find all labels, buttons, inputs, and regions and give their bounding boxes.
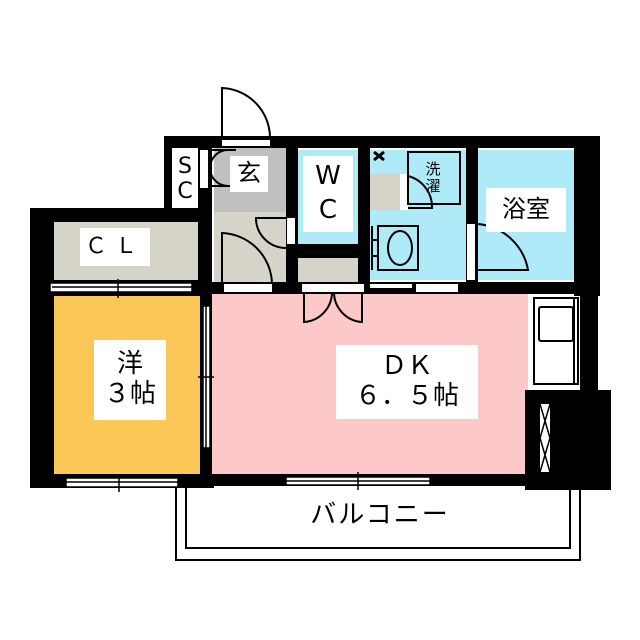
cl-label: ＣＬ: [80, 228, 150, 266]
wc-label: W C: [303, 156, 353, 232]
genkan-label: 玄: [230, 156, 268, 192]
wall-genkan-top-left: [212, 136, 222, 148]
wall-cl-top: [30, 208, 212, 222]
wc-door-gap[interactable]: [287, 218, 295, 244]
wc-storage-floor: [298, 258, 358, 282]
wall-left: [30, 208, 54, 488]
sc-label: S C: [174, 150, 196, 208]
dk-label: ＤＫ ６．５帖: [336, 345, 478, 419]
washroom-storage: [370, 174, 400, 210]
wall-wet-bottom: [200, 282, 600, 294]
laundry-label: 洗 濯: [425, 159, 441, 195]
washroom-floor: [370, 150, 470, 280]
wall-wc-bottom: [298, 244, 370, 258]
hall-floor: [214, 212, 286, 284]
western-room-label: 洋 ３帖: [94, 340, 166, 420]
bath-label: 浴室: [486, 188, 566, 232]
bath-door-gap[interactable]: [467, 224, 475, 280]
wall-right-bath: [574, 136, 600, 296]
washroom-door-gap-2[interactable]: [416, 284, 458, 292]
wall-top: [164, 136, 600, 148]
pipe-shaft: [525, 390, 611, 490]
entrance-door-arc: [221, 86, 272, 140]
hall-door-gap[interactable]: [224, 284, 272, 292]
sc-door-gap[interactable]: [200, 150, 208, 188]
dk-door-gap[interactable]: [302, 284, 364, 292]
wall-right-dk: [580, 290, 598, 390]
washroom-door-gap[interactable]: [370, 284, 412, 288]
shaft-vent: [540, 404, 550, 472]
entrance-door-gap[interactable]: [222, 140, 270, 146]
laundry-door-gap[interactable]: [400, 174, 408, 210]
balcony-label: バルコニー: [290, 496, 470, 536]
wall-wc-washroom: [358, 148, 370, 288]
wall-sc-left: [164, 136, 172, 212]
